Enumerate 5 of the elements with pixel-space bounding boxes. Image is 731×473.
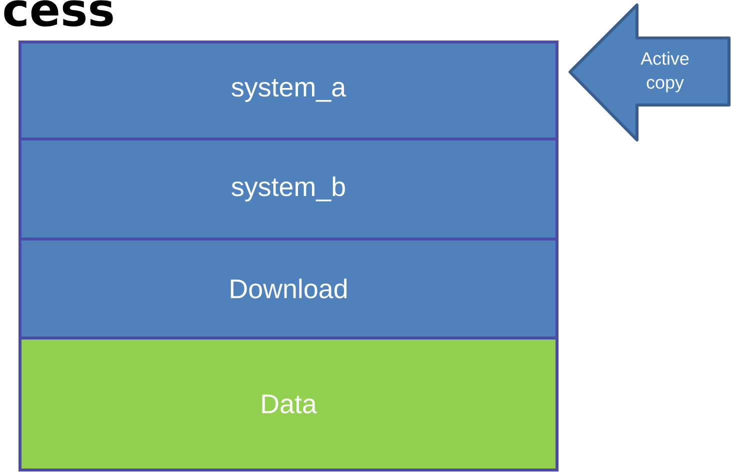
layer-box: system_a — [18, 40, 558, 140]
title: cess — [4, 0, 113, 27]
layer-box: Download — [18, 238, 558, 340]
layer-box: system_b — [18, 138, 558, 240]
layer-box: Data — [18, 336, 558, 472]
